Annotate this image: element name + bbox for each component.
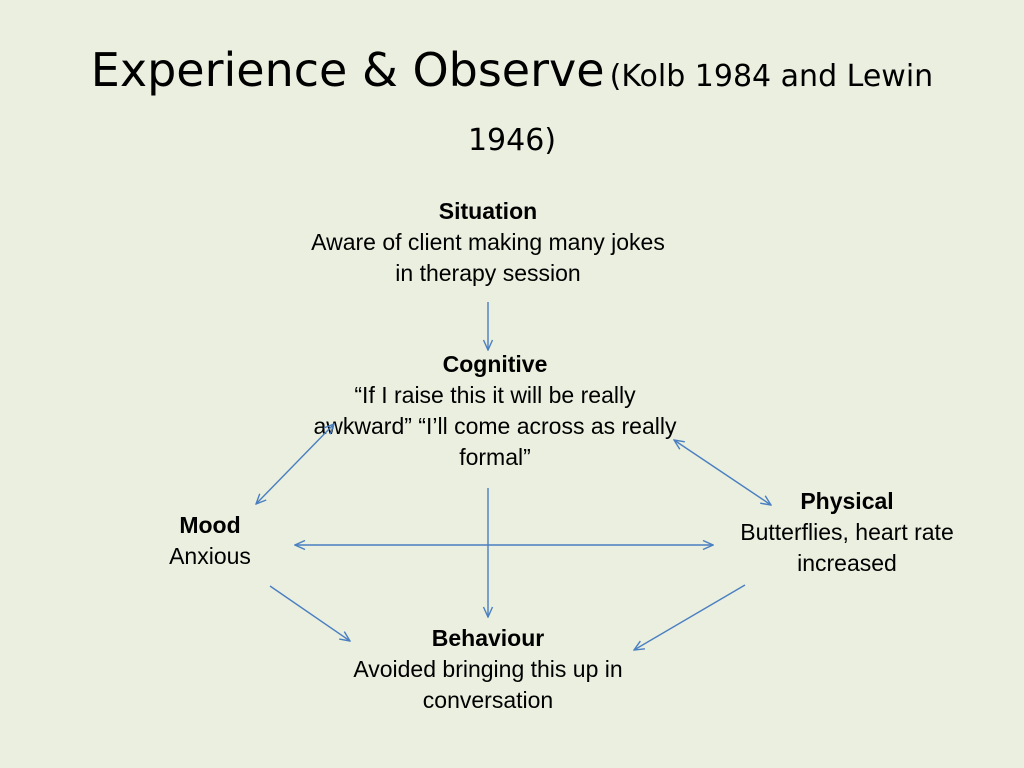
arrow-mood-cognitive [256, 424, 334, 504]
title-main: Experience & Observe [90, 43, 605, 97]
slide-title: Experience & Observe (Kolb 1984 and Lewi… [60, 40, 964, 175]
physical-node: Physical Butterflies, heart rate increas… [712, 486, 982, 579]
arrow-cognitive-physical [674, 440, 771, 505]
mood-node: Mood Anxious [130, 510, 290, 572]
cognitive-heading: Cognitive [442, 351, 548, 377]
arrow-physical-to-behaviour [634, 584, 746, 650]
title-citation: (Kolb 1984 and Lewin 1946) [467, 59, 934, 158]
arrow-mood-to-behaviour [269, 585, 350, 641]
mood-text: Anxious [169, 543, 251, 569]
behaviour-heading: Behaviour [431, 625, 545, 651]
situation-heading: Situation [438, 198, 538, 224]
physical-heading: Physical [800, 488, 894, 514]
situation-text: Aware of client making many jokes in the… [311, 229, 665, 286]
behaviour-text: Avoided bringing this up in conversation [353, 656, 623, 713]
cognitive-text: “If I raise this it will be really awkwa… [313, 382, 677, 470]
physical-text: Butterflies, heart rate increased [740, 519, 954, 576]
behaviour-node: Behaviour Avoided bringing this up in co… [318, 623, 658, 716]
cognitive-node: Cognitive “If I raise this it will be re… [306, 349, 684, 473]
mood-heading: Mood [179, 512, 241, 538]
situation-node: Situation Aware of client making many jo… [300, 196, 676, 289]
